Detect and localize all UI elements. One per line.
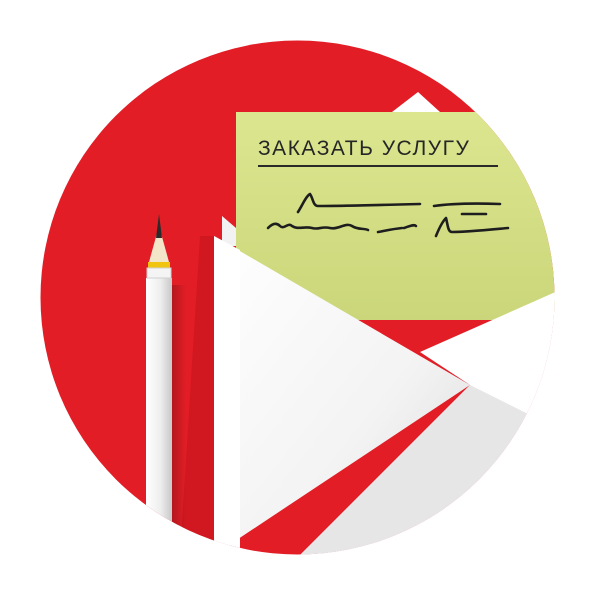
letter-paper [236, 112, 555, 320]
pencil-body [146, 278, 172, 555]
letter-title: ЗАКАЗАТЬ УСЛУГУ [258, 137, 470, 160]
pencil-lead [156, 214, 162, 238]
pencil-icon [146, 214, 186, 555]
pencil-band-yellow [148, 262, 170, 268]
pencil-shadow [172, 285, 186, 555]
envelope-back-flap [392, 92, 440, 112]
envelope-shadow [180, 236, 215, 555]
pencil-band-dark [146, 267, 172, 279]
envelope-right-flap [420, 290, 555, 430]
envelope-front [214, 236, 470, 555]
pencil-wood [149, 226, 169, 262]
letter-icon: ЗАКАЗАТЬ УСЛУГУ [236, 112, 555, 320]
envelope-front-left [214, 236, 240, 555]
handwritten-signature [266, 192, 510, 238]
envelope-back-side [222, 216, 236, 246]
